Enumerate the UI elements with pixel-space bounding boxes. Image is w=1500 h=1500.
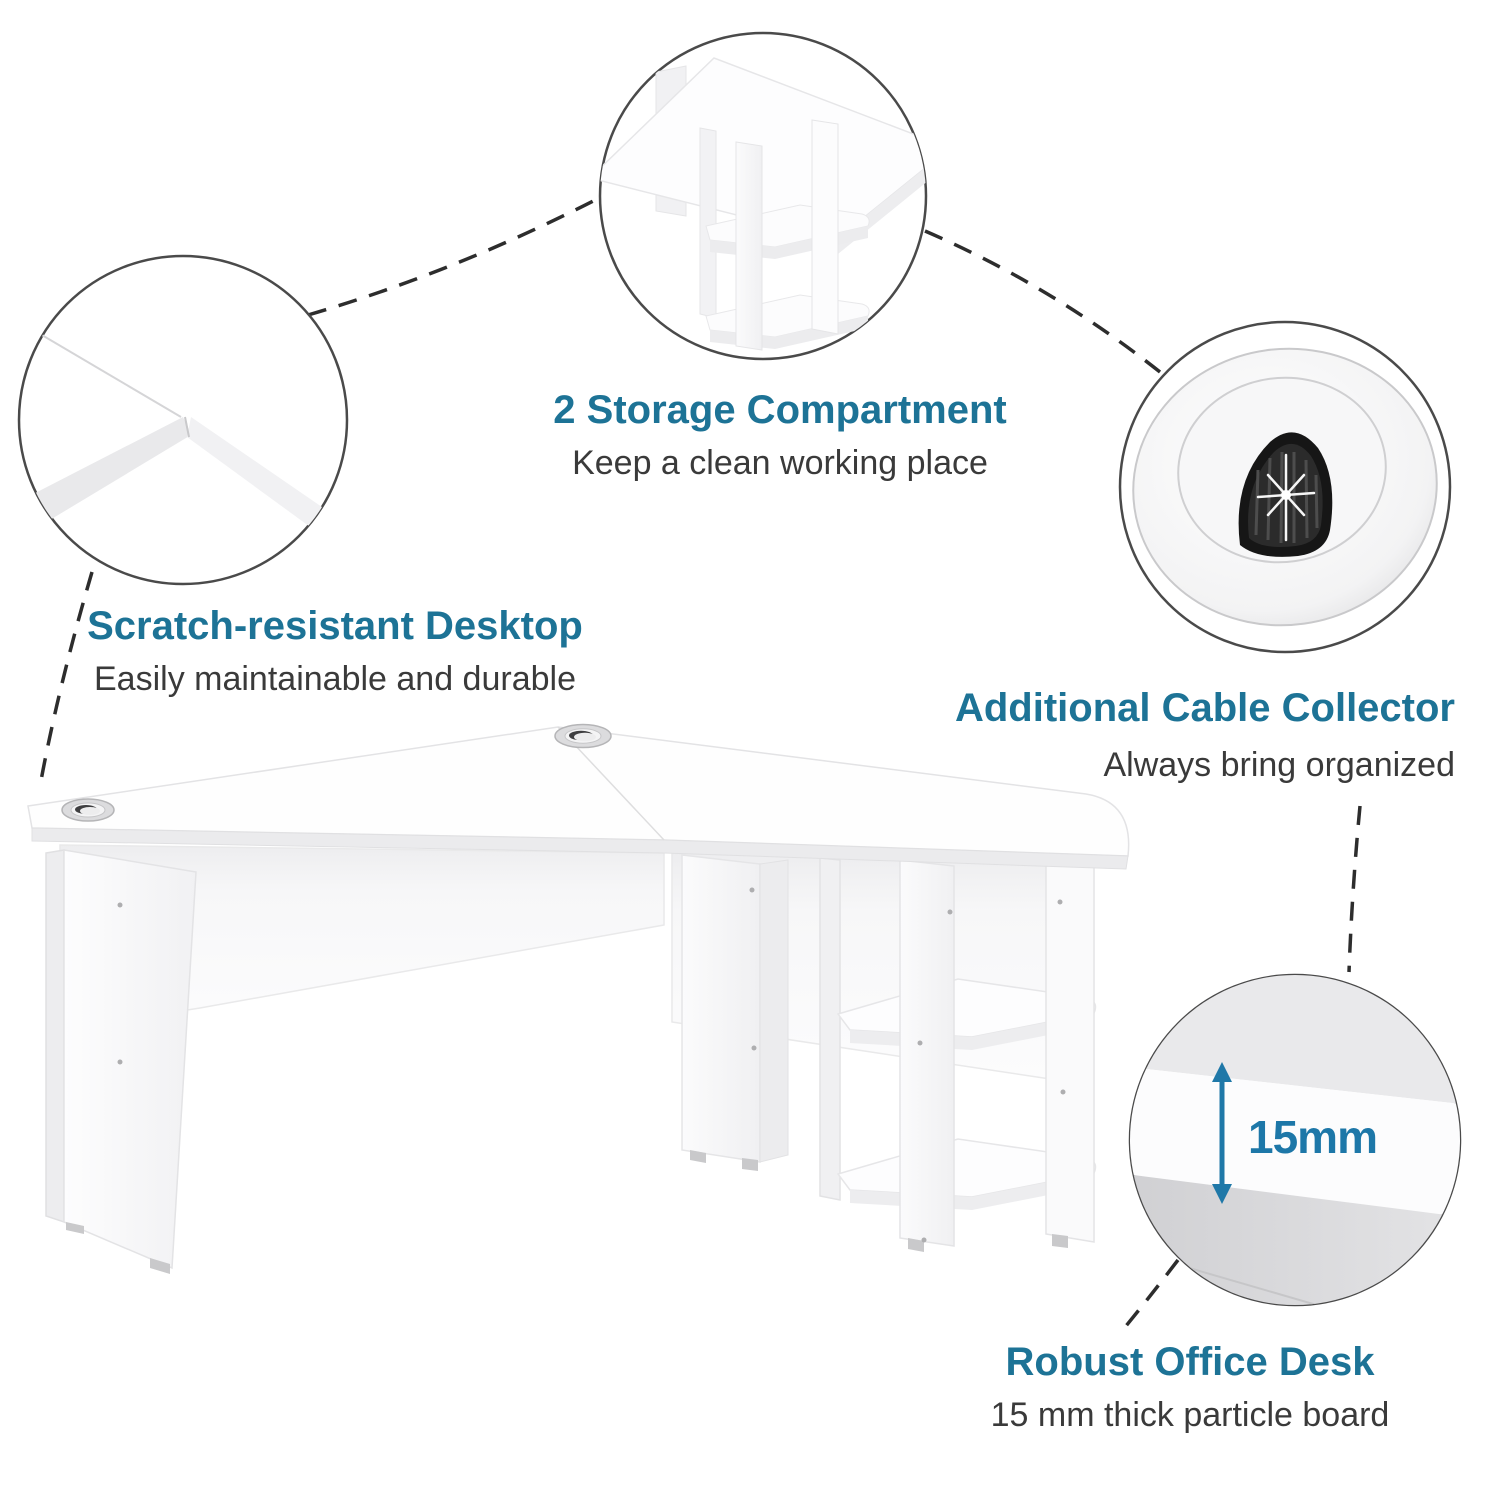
- seam-gap: [184, 416, 190, 438]
- dash-grommet-to-thickness: [1347, 805, 1362, 973]
- dash-storage-to-grommet: [924, 229, 1162, 374]
- shelf-right-panel: [1045, 863, 1095, 1243]
- mini-right-board: [811, 119, 839, 335]
- desk-foot: [742, 1158, 758, 1171]
- callout-storage-title: 2 Storage Compartment: [553, 388, 1007, 432]
- dash-corner-to-desk: [38, 571, 94, 787]
- seam-line: [29, 327, 182, 418]
- callout-scratch-title: Scratch-resistant Desktop: [87, 604, 583, 648]
- height-arrow-icon: [1212, 1062, 1232, 1204]
- desk-illustration: [27, 723, 1130, 1274]
- desk-foot: [66, 1222, 84, 1234]
- desk-foot: [908, 1238, 924, 1252]
- callout-cable-title: Additional Cable Collector: [954, 686, 1455, 730]
- desk-left-panel: [63, 849, 197, 1270]
- board-edge-right: [187, 417, 338, 540]
- desk-foot: [1052, 1234, 1068, 1248]
- storage-compartment-detail-circle: [598, 31, 928, 361]
- shelf-center-board: [899, 859, 955, 1247]
- callout-cable-subtitle: Always bring organized: [1103, 746, 1455, 784]
- desk-foot: [150, 1258, 170, 1274]
- desk-center-leg-side: [759, 859, 789, 1163]
- mini-center-board: [735, 141, 763, 351]
- desktop-corner-seam-detail-circle: [17, 254, 349, 586]
- desk-foot: [690, 1150, 706, 1163]
- cable-brush-grommet-icon: [1238, 432, 1333, 557]
- desk-shelf-unit: [819, 857, 1097, 1252]
- desktop-grommet-corner: [554, 723, 612, 749]
- dashed-connectors: [38, 195, 1362, 1328]
- screw-holes: [117, 887, 1066, 1243]
- desktop-grommet-left: [61, 798, 115, 822]
- mini-shelf-left-board: [699, 127, 717, 319]
- board-edge-face: [1130, 1065, 1460, 1218]
- callout-storage-subtitle: Keep a clean working place: [572, 444, 988, 482]
- desk-left-panel-edge: [45, 849, 65, 1224]
- callout-scratch: Scratch-resistant Desktop Easily maintai…: [70, 604, 600, 699]
- thickness-measurement-label: 15mm: [1248, 1111, 1378, 1163]
- desk-center-leg: [681, 854, 761, 1163]
- shelf-back-left-panel: [819, 857, 841, 1201]
- board-edge-left: [19, 417, 191, 538]
- callout-scratch-subtitle: Easily maintainable and durable: [94, 660, 576, 698]
- callout-storage: 2 Storage Compartment Keep a clean worki…: [520, 388, 1040, 483]
- dash-corner-to-storage: [307, 195, 602, 317]
- callout-robust-title: Robust Office Desk: [1005, 1340, 1375, 1384]
- cable-grommet-detail-circle: [1118, 320, 1452, 654]
- board-top-surface: [1130, 975, 1460, 1105]
- callout-cable: Additional Cable Collector Always bring …: [895, 686, 1455, 785]
- callout-robust: Robust Office Desk 15 mm thick particle …: [930, 1340, 1450, 1435]
- callout-robust-subtitle: 15 mm thick particle board: [990, 1396, 1390, 1434]
- dash-thickness-to-caption: [1124, 1258, 1180, 1328]
